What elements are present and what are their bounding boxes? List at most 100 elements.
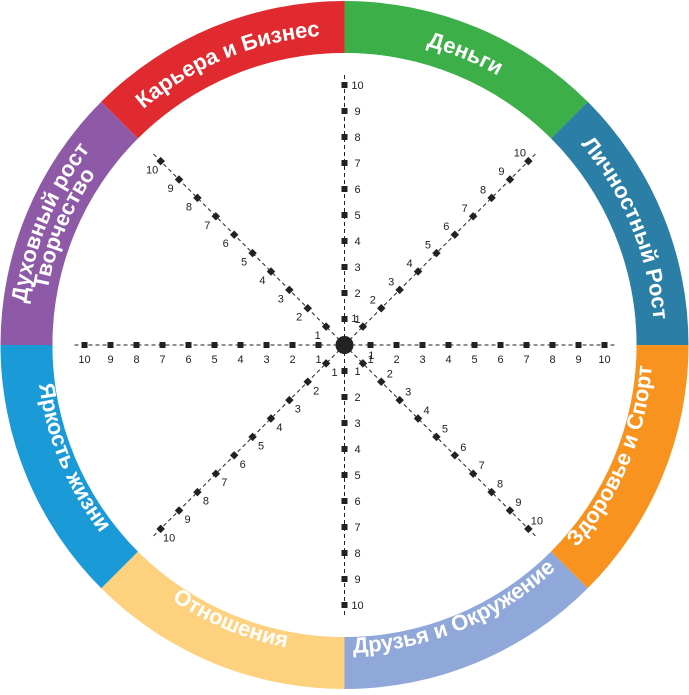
scale-tick	[303, 377, 312, 387]
scale-number: 4	[237, 354, 243, 366]
axes-layer	[72, 73, 617, 617]
scale-number: 10	[351, 600, 363, 612]
scale-tick	[81, 342, 88, 348]
scale-number: 7	[204, 220, 210, 232]
scale-number: 1	[332, 367, 338, 379]
scale-tick	[497, 342, 504, 348]
axis-line	[151, 152, 345, 346]
scale-tick	[341, 290, 348, 296]
scale-number: 2	[370, 295, 376, 307]
scale-number: 1	[354, 366, 360, 378]
scale-tick	[193, 193, 202, 203]
scale-tick	[413, 414, 423, 423]
scale-number: 1	[351, 313, 357, 325]
scale-number: 9	[354, 106, 360, 118]
scale-tick	[358, 359, 368, 368]
scale-number: 4	[445, 354, 451, 366]
scale-tick	[341, 264, 348, 270]
scale-number: 5	[211, 354, 217, 366]
scale-number: 2	[387, 368, 393, 380]
scale-number: 2	[296, 312, 302, 324]
scale-tick	[341, 212, 348, 218]
segment-friends	[344, 551, 588, 689]
scale-tick	[211, 342, 218, 348]
scale-tick	[174, 506, 184, 515]
scale-number: 10	[531, 515, 543, 527]
scale-tick	[237, 342, 244, 348]
scale-number: 9	[167, 183, 173, 195]
scale-tick	[156, 156, 165, 166]
scale-tick	[377, 377, 386, 387]
scale-tick	[211, 212, 221, 221]
scale-tick	[341, 420, 348, 426]
scale-tick	[432, 432, 441, 442]
axis-line	[344, 152, 538, 346]
scale-number: 9	[354, 574, 360, 586]
scale-number: 6	[443, 221, 449, 233]
scale-number: 4	[406, 258, 412, 270]
scale-tick	[341, 108, 348, 114]
scale-number: 7	[462, 203, 468, 215]
scale-tick	[341, 550, 348, 556]
scale-number: 8	[480, 184, 486, 196]
scale-number: 4	[354, 236, 360, 248]
scale-tick	[341, 238, 348, 244]
scale-tick	[468, 212, 478, 221]
scale-number: 3	[405, 387, 411, 399]
scale-number: 9	[515, 497, 521, 509]
scale-tick	[367, 342, 374, 348]
scale-tick	[285, 285, 294, 295]
scale-tick	[248, 432, 257, 442]
scale-tick	[450, 451, 460, 460]
scale-tick	[419, 342, 426, 348]
scale-tick	[341, 316, 348, 322]
scale-number: 9	[184, 514, 190, 526]
scale-number: 6	[497, 354, 503, 366]
scale-number: 2	[393, 354, 399, 366]
scale-number: 10	[514, 148, 526, 160]
scale-tick	[266, 414, 276, 423]
scale-tick	[193, 487, 202, 497]
scale-number: 3	[295, 404, 301, 416]
scale-tick	[575, 342, 582, 348]
scale-tick	[601, 342, 608, 348]
scale-number: 10	[163, 532, 175, 544]
scale-number: 5	[354, 470, 360, 482]
scale-number: 6	[354, 184, 360, 196]
scale-number: 3	[388, 276, 394, 288]
scale-number: 10	[78, 354, 90, 366]
scale-number: 5	[425, 240, 431, 252]
scale-tick	[395, 285, 404, 295]
scale-tick	[471, 342, 478, 348]
scale-number: 2	[289, 354, 295, 366]
scale-tick	[341, 524, 348, 530]
scale-tick	[432, 248, 441, 258]
scale-tick	[341, 498, 348, 504]
scale-number: 8	[354, 132, 360, 144]
scale-number: 4	[423, 405, 429, 417]
scale-number: 7	[523, 354, 529, 366]
scale-number: 4	[276, 422, 282, 434]
scale-tick	[133, 342, 140, 348]
scale-number: 1	[315, 354, 321, 366]
scale-tick	[358, 322, 368, 331]
scale-tick	[303, 303, 312, 313]
scale-tick	[341, 160, 348, 166]
scale-tick	[487, 487, 496, 497]
scale-tick	[393, 342, 400, 348]
scale-tick	[341, 446, 348, 452]
scale-tick	[248, 248, 257, 258]
scale-tick	[229, 451, 239, 460]
scale-tick	[341, 394, 348, 400]
scale-number: 3	[354, 418, 360, 430]
scale-number: 1	[354, 314, 360, 326]
scale-number: 5	[354, 210, 360, 222]
segment-personal-growth	[550, 101, 689, 345]
scale-number: 6	[354, 496, 360, 508]
scale-tick	[107, 342, 114, 348]
scale-tick	[450, 230, 460, 239]
scale-tick	[341, 134, 348, 140]
scale-tick	[285, 395, 294, 405]
